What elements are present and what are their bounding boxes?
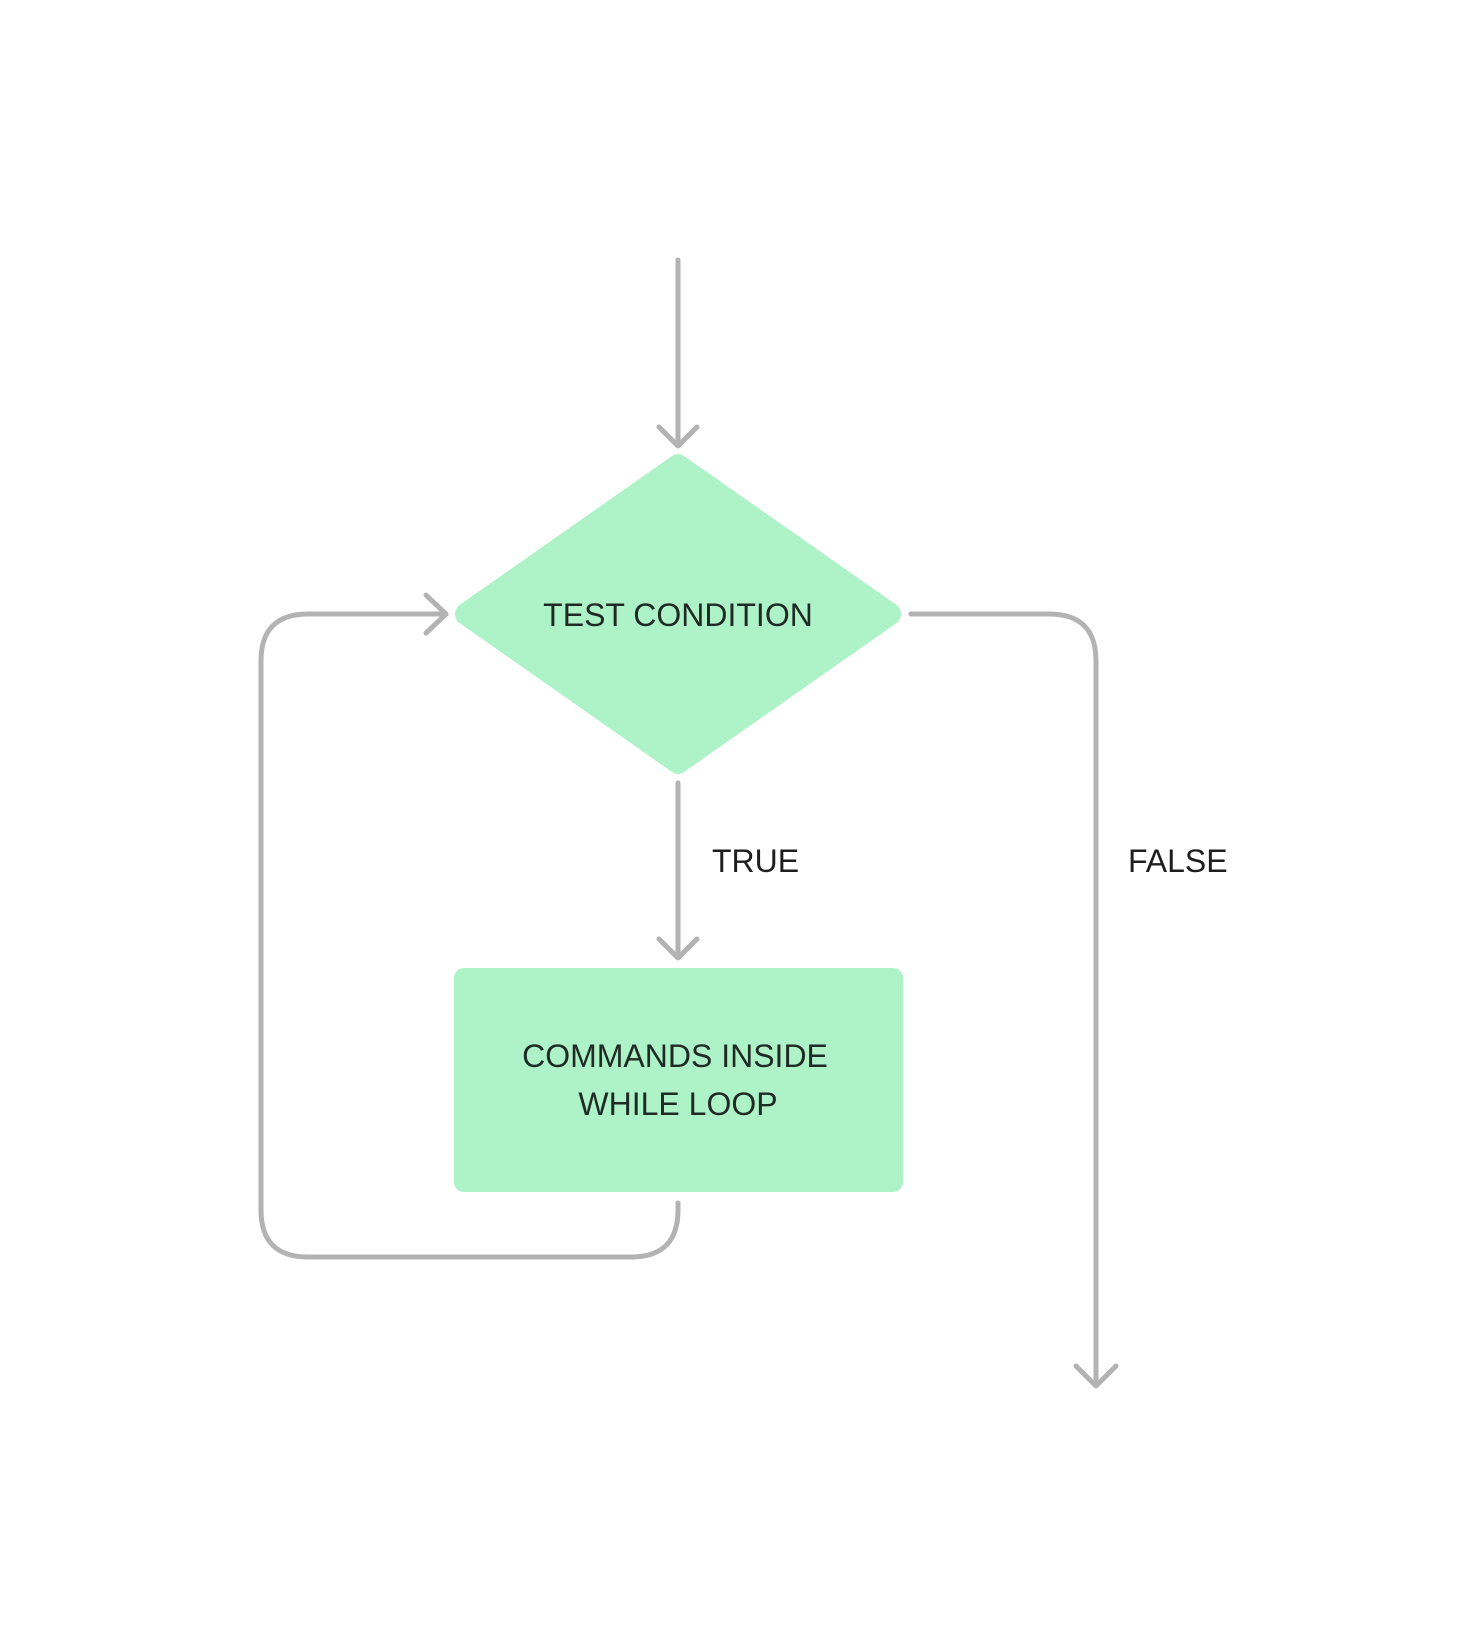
- false-label: FALSE: [1128, 843, 1228, 879]
- decision-node: TEST CONDITION: [455, 454, 901, 774]
- true-arrow: [656, 780, 700, 961]
- process-label-line1: COMMANDS INSIDE: [522, 1038, 828, 1074]
- process-label-line2: WHILE LOOP: [578, 1086, 777, 1122]
- false-arrowhead: [1073, 1363, 1119, 1389]
- true-label: TRUE: [712, 843, 799, 879]
- loop-back-arrow: [258, 592, 681, 1260]
- loop-back-line: [258, 611, 681, 1260]
- entry-arrow: [656, 257, 700, 449]
- true-arrowhead: [656, 936, 700, 961]
- decision-diamond: [455, 454, 901, 774]
- loop-back-arrowhead: [423, 592, 449, 636]
- process-box: [454, 968, 903, 1192]
- decision-label: TEST CONDITION: [543, 597, 813, 633]
- entry-arrowhead: [656, 424, 700, 449]
- process-node: COMMANDS INSIDE WHILE LOOP: [454, 968, 903, 1192]
- false-arrow-line: [908, 611, 1099, 1388]
- false-arrow: [908, 611, 1119, 1389]
